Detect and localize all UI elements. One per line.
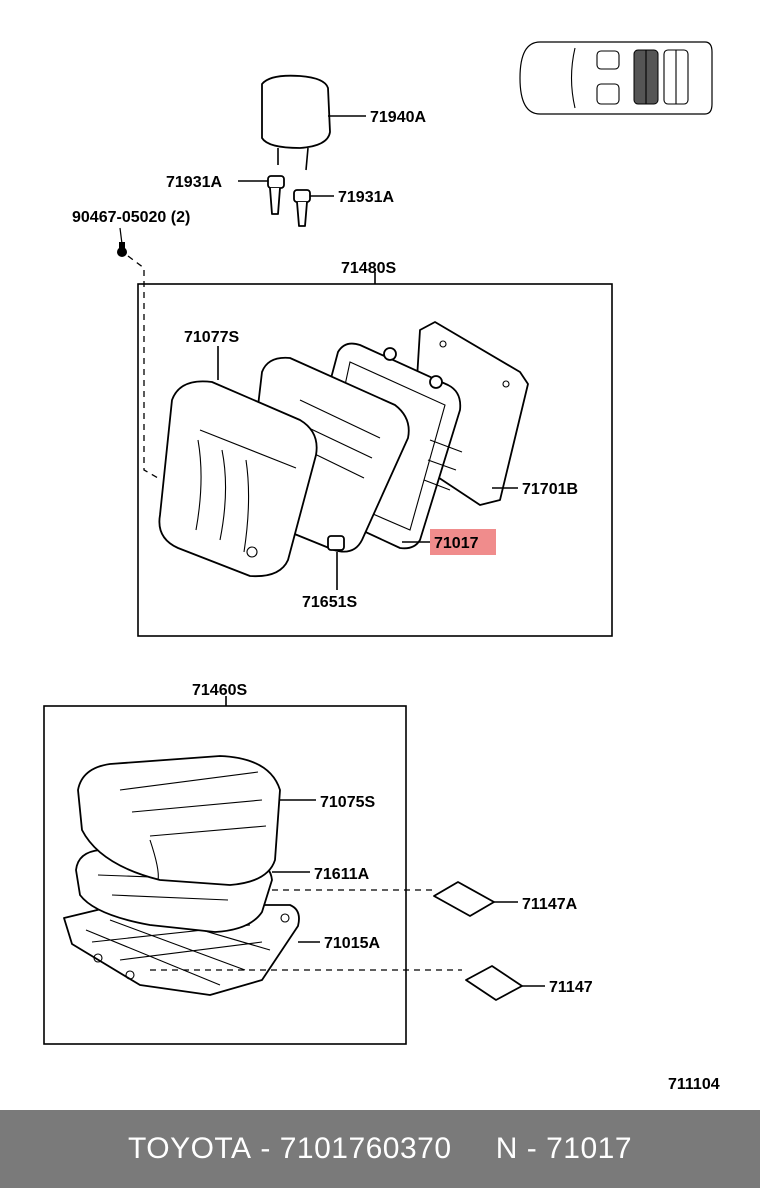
pad-b-part [465, 965, 523, 1001]
footer-ref-prefix: N [495, 1132, 518, 1165]
headrest-support-right-part [293, 189, 311, 227]
label-pad-a: 71147A [522, 896, 578, 913]
label-seatback-pad: 71651S [302, 594, 357, 611]
parts-diagram: 71940A 71931A 71931A 90467-05020 (2) 714… [43, 41, 720, 1093]
label-pad-b: 71147 [549, 979, 593, 996]
seatback-cover-part [158, 380, 318, 578]
footer-part-number: 7101760370 [279, 1132, 452, 1165]
footer-ref-separator: - [517, 1132, 547, 1165]
label-headrest-support-left: 71931A [166, 174, 222, 191]
footer-bar: TOYOTA - 7101760370 N - 71017 [0, 1110, 760, 1188]
cushion-assembly-box [43, 705, 407, 1045]
headrest-part [261, 74, 331, 171]
pad-a-part [433, 881, 495, 917]
footer-gap [452, 1132, 496, 1166]
label-seatback-frame: 71017 [434, 535, 479, 552]
footer-brand: TOYOTA [127, 1132, 252, 1165]
vehicle-locator-icon [519, 41, 713, 115]
label-bolt: 90467-05020 (2) [72, 209, 190, 226]
bolt-part [117, 242, 127, 257]
label-headrest: 71940A [370, 109, 426, 126]
label-cushion-pad: 71611A [314, 866, 370, 883]
label-headrest-support-right: 71931A [338, 189, 394, 206]
highlight-box [430, 529, 496, 555]
cushion-cover-part [77, 755, 281, 886]
figure-number: 711104 [668, 1076, 720, 1093]
label-cushion-frame: 71015A [324, 935, 380, 952]
footer-ref-code: 71017 [546, 1132, 633, 1165]
headrest-support-left-part [267, 175, 285, 215]
label-seatback-assembly: 71480S [341, 260, 396, 277]
footer-separator: - [251, 1132, 280, 1165]
label-seatback-board: 71701B [522, 481, 578, 498]
seatback-pad-clip [327, 535, 345, 551]
label-seatback-cover: 71077S [184, 329, 239, 346]
label-cushion-cover: 71075S [320, 794, 375, 811]
label-cushion-assembly: 71460S [192, 682, 247, 699]
